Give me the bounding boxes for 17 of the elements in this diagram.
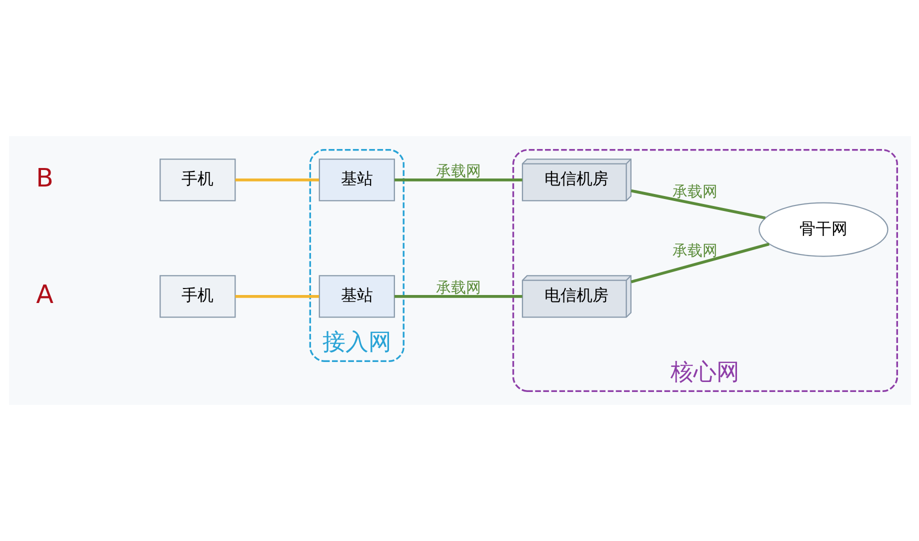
connector bbox=[394, 178, 522, 182]
edge-label: 承载网 bbox=[672, 182, 717, 201]
node-ellipse: 骨干网 bbox=[758, 202, 888, 257]
edge-label: 承载网 bbox=[435, 162, 480, 180]
label: A bbox=[36, 278, 53, 309]
edge-label: 承载网 bbox=[672, 241, 717, 260]
connector bbox=[630, 189, 766, 220]
label: B bbox=[36, 162, 53, 192]
connector bbox=[394, 295, 522, 298]
connector bbox=[630, 242, 769, 284]
node-box: 基站 bbox=[318, 275, 394, 318]
node-box: 基站 bbox=[318, 158, 394, 202]
edge-label: 承载网 bbox=[435, 278, 480, 296]
connector bbox=[234, 178, 318, 182]
node-box: 手机 bbox=[159, 275, 236, 318]
node-box: 手机 bbox=[159, 158, 236, 202]
connector bbox=[234, 295, 318, 298]
